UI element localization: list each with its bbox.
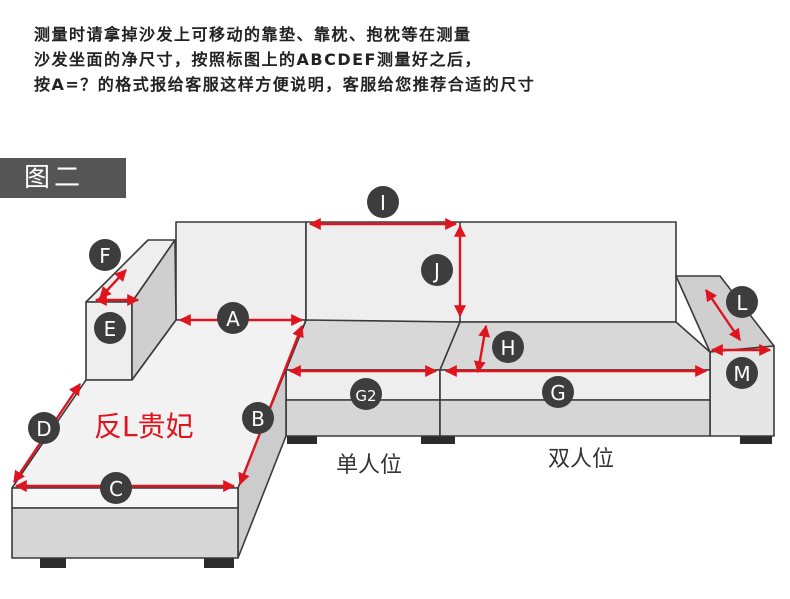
marker-E-label: E [104,317,117,341]
marker-L-label: L [736,291,748,315]
instruction-line-2: 沙发坐面的净尺寸，按照标图上的ABCDEF测量好之后， [34,50,482,69]
marker-I: I [367,186,399,218]
single-seat-label: 单人位 [336,453,402,478]
seat-single [285,319,461,371]
marker-G2-label: G2 [355,387,376,405]
instruction-text: 测量时请拿掉沙发上可移动的靠垫、靠枕、抱枕等在测量 沙发坐面的净尺寸，按照标图上… [34,22,774,97]
arrow-H [473,324,491,374]
marker-A: A [217,302,249,334]
marker-D: D [28,412,60,444]
chaise-label: 反L贵妃 [94,410,194,443]
marker-D-label: D [36,417,51,441]
marker-M-label: M [733,362,750,386]
marker-F: F [89,239,121,271]
chaise-front-lower [11,507,239,559]
base-double-lower [439,399,711,437]
marker-I-label: I [380,191,386,215]
double-seat-label: 双人位 [548,447,614,472]
markers: I J F E A B D C G2 G H L M [28,186,758,504]
marker-A-label: A [226,307,240,331]
marker-E: E [94,312,126,344]
instruction-line-1: 测量时请拿掉沙发上可移动的靠垫、靠枕、抱枕等在测量 [34,25,472,44]
marker-F-label: F [99,244,111,268]
marker-B-label: B [251,407,265,431]
figure-tag: 图二 [0,158,126,198]
arrow-B [238,324,304,486]
marker-G2: G2 [350,378,382,410]
arrow-F-diag [99,269,127,299]
marker-C-label: C [109,477,123,501]
marker-B: B [242,402,274,434]
marker-J-label: J [432,259,440,283]
marker-H-label: H [500,336,515,360]
marker-G: G [542,376,574,408]
marker-J: J [421,254,453,286]
arrow-L [705,289,741,341]
marker-M: M [726,357,758,389]
marker-L: L [726,286,758,318]
base-double [439,369,711,401]
instruction-line-3: 按A=？的格式报给客服这样方便说明，客服给您推荐合适的尺寸 [34,75,536,94]
marker-H: H [492,331,524,363]
marker-G-label: G [550,381,566,405]
backrest-right [305,221,677,323]
marker-C: C [100,472,132,504]
